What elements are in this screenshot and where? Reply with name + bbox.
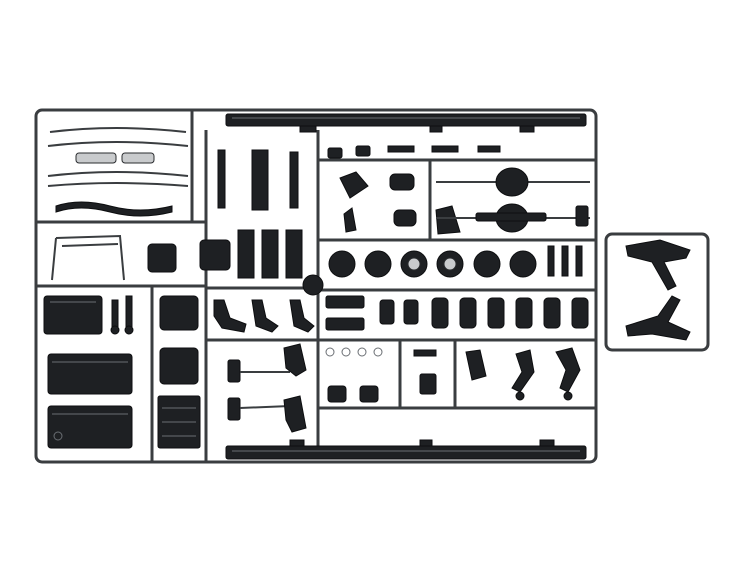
axle-housing: [436, 167, 590, 233]
chassis-rail-bottom: [225, 439, 587, 460]
air-tanks: [325, 295, 589, 331]
cab-frame: [51, 234, 125, 281]
seat-frames: [625, 239, 691, 341]
side-sprue-frame: [604, 232, 710, 352]
grille-bars: [47, 127, 189, 217]
small-fittings: [325, 347, 487, 403]
brake-chambers: [327, 145, 501, 235]
crossmembers: [217, 149, 303, 279]
suspension-arms: [511, 347, 581, 401]
battery-box: [157, 295, 201, 449]
fuel-tanks: [43, 295, 133, 449]
mirror-heads: [147, 239, 231, 273]
small-levers: [110, 295, 134, 335]
leaf-springs: [227, 343, 307, 433]
spring-hangers: [213, 299, 315, 333]
main-sprue-frame: [34, 108, 598, 464]
chassis-rail-top: [225, 113, 587, 133]
wheel-hubs: [302, 245, 583, 296]
